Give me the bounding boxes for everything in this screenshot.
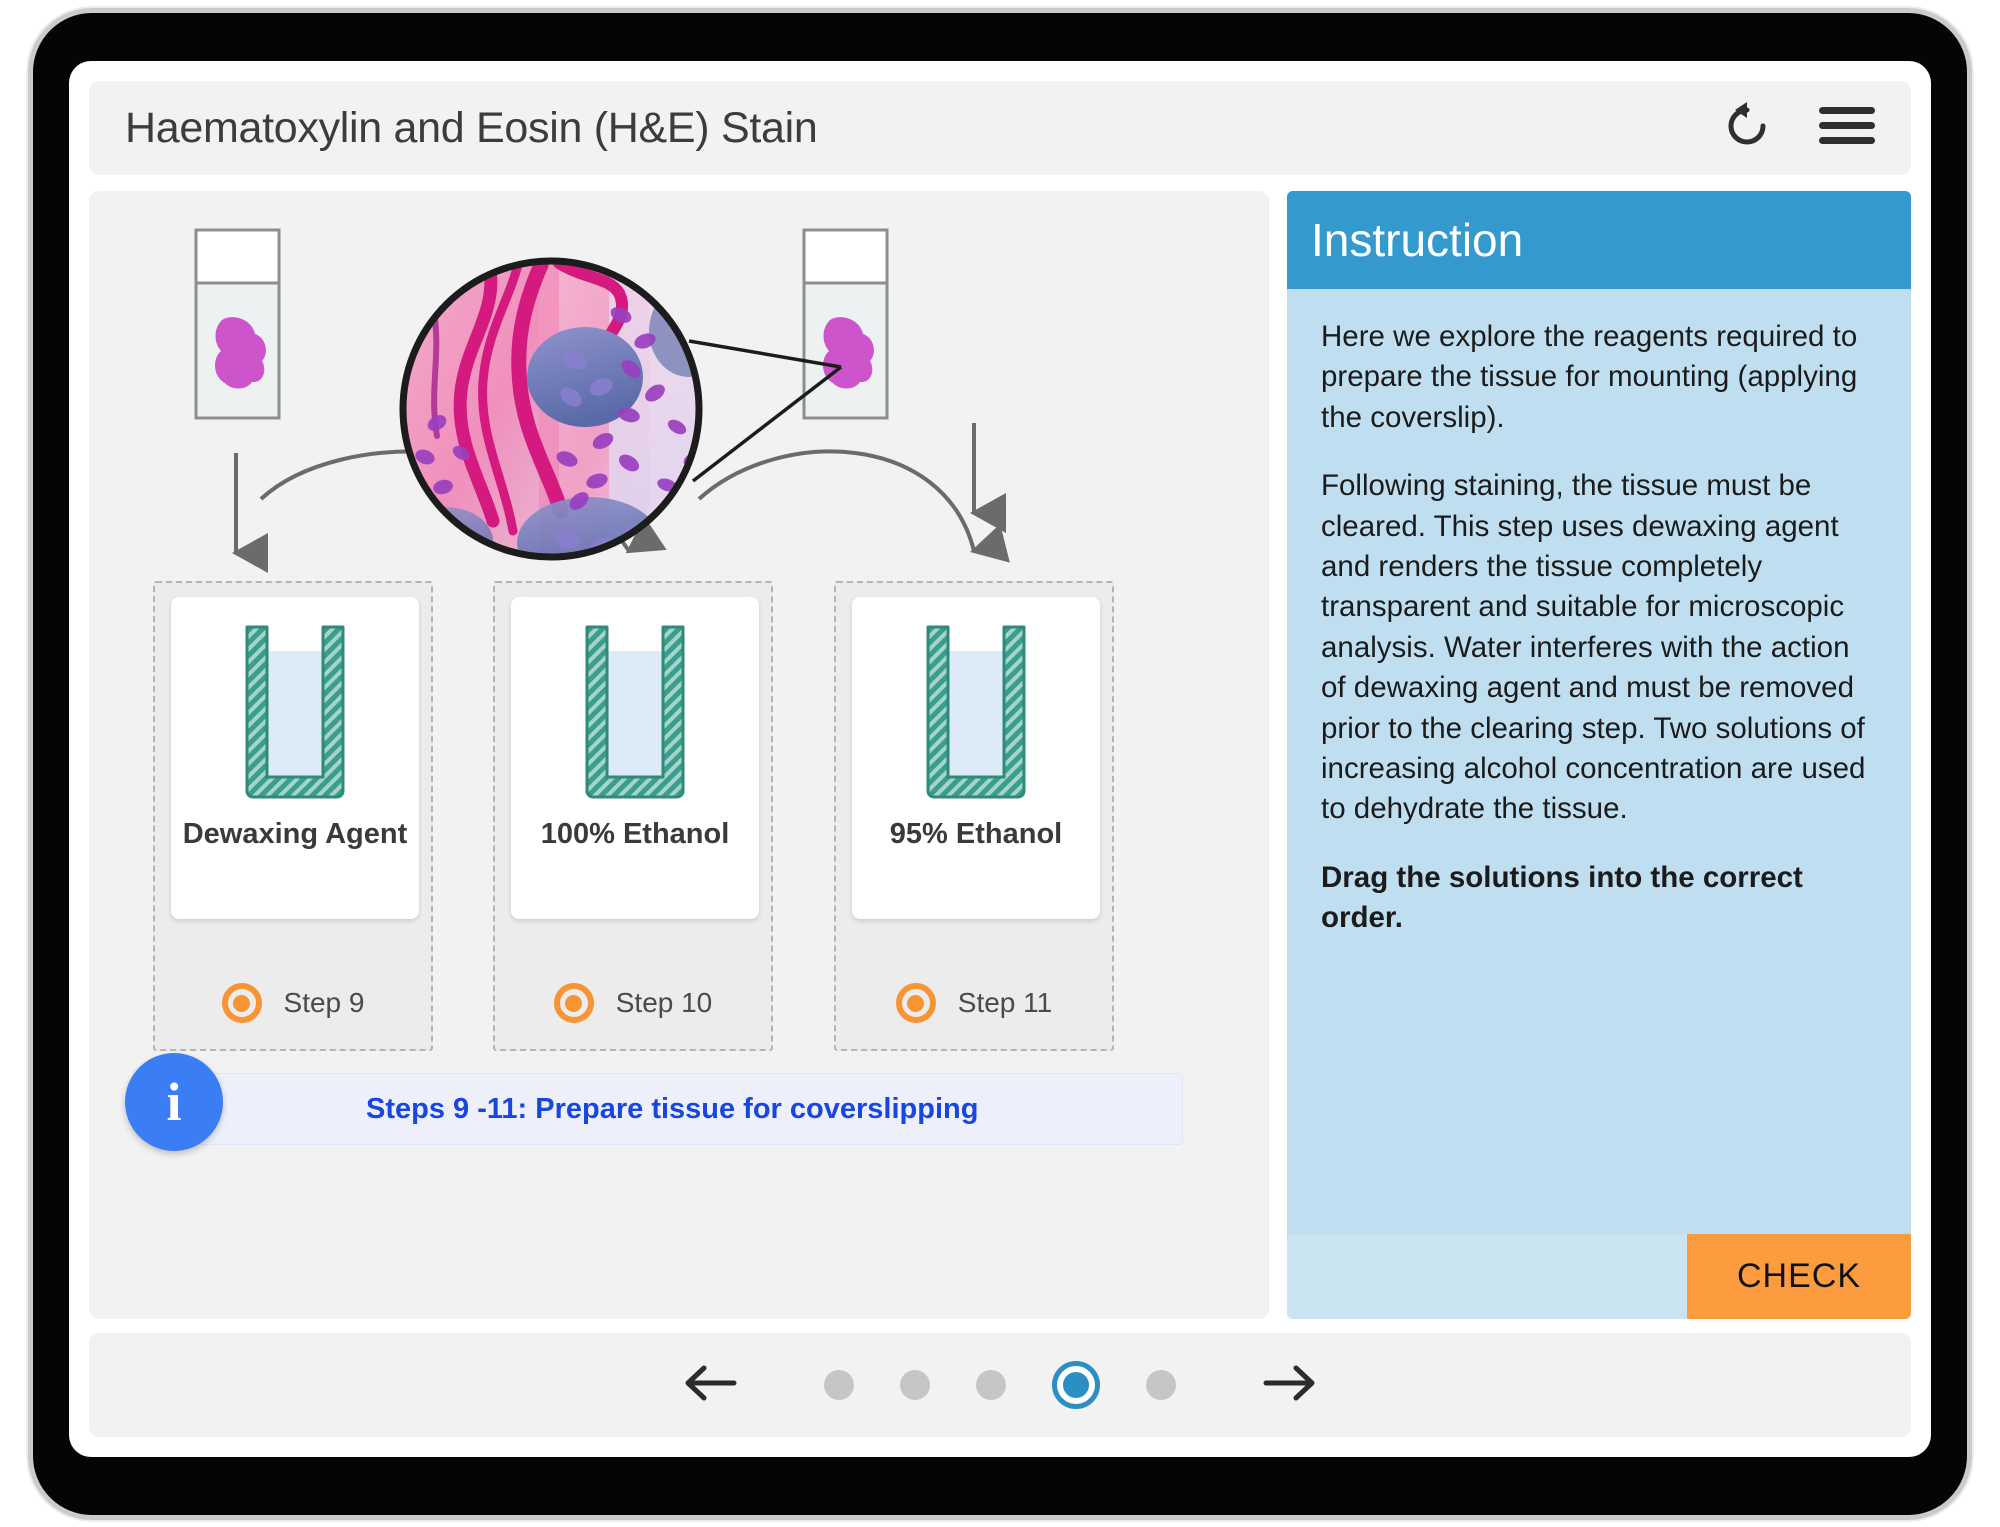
info-banner-text: Steps 9 -11: Prepare tissue for coversli… (366, 1092, 979, 1125)
step-indicator-row: Step 10 (495, 983, 771, 1023)
beaker-icon (906, 619, 1046, 804)
pagination-dot-3[interactable] (976, 1370, 1006, 1400)
tablet-device-frame: Haematoxylin and Eosin (H&E) Stain (28, 8, 1972, 1520)
solution-card-dewaxing-agent[interactable]: Dewaxing Agent (171, 597, 419, 919)
instruction-body: Here we explore the reagents required to… (1287, 289, 1911, 1233)
pagination-dot-4-active[interactable] (1052, 1361, 1100, 1409)
title-bar: Haematoxylin and Eosin (H&E) Stain (89, 81, 1911, 175)
solution-label: 100% Ethanol (540, 818, 730, 850)
info-icon-glyph: i (166, 1072, 182, 1132)
output-slide (802, 228, 889, 420)
dropzone-step-10[interactable]: 100% Ethanol Step 10 (493, 581, 773, 1051)
info-banner: Steps 9 -11: Prepare tissue for coversli… (175, 1073, 1183, 1145)
pagination-dots (824, 1361, 1176, 1409)
solution-card-100-ethanol[interactable]: 100% Ethanol (511, 597, 759, 919)
bottom-navigation (89, 1333, 1911, 1437)
pagination-dot-1[interactable] (824, 1370, 854, 1400)
info-icon[interactable]: i (125, 1053, 223, 1151)
step-label: Step 11 (957, 987, 1053, 1018)
arrow-left-icon[interactable] (682, 1362, 738, 1409)
solution-card-95-ethanol[interactable]: 95% Ethanol (852, 597, 1100, 919)
reset-icon[interactable] (1721, 100, 1773, 157)
step-indicator-row: Step 11 (836, 983, 1112, 1023)
page-title: Haematoxylin and Eosin (H&E) Stain (125, 103, 818, 152)
arrow-right-icon[interactable] (1262, 1362, 1318, 1409)
instruction-panel: Instruction Here we explore the reagents… (1287, 191, 1911, 1319)
instruction-footer: CHECK (1287, 1233, 1911, 1319)
title-bar-actions (1721, 100, 1877, 157)
beaker-icon (565, 619, 705, 804)
instruction-prompt: Drag the solutions into the correct orde… (1321, 860, 1803, 935)
check-button[interactable]: CHECK (1687, 1234, 1911, 1319)
exercise-stage: Dewaxing Agent Step 9 100% Ethano (89, 191, 1269, 1319)
instruction-paragraph-2: Following staining, the tissue must be c… (1321, 469, 1866, 826)
input-slide (194, 228, 281, 420)
step-label: Step 10 (615, 987, 713, 1018)
step-indicator-row: Step 9 (155, 983, 431, 1023)
histology-micrograph (399, 257, 703, 561)
step-label: Step 9 (283, 987, 365, 1018)
beaker-icon (225, 619, 365, 804)
tablet-screen: Haematoxylin and Eosin (H&E) Stain (69, 61, 1931, 1457)
instruction-title: Instruction (1311, 214, 1524, 266)
dropzone-step-9[interactable]: Dewaxing Agent Step 9 (153, 581, 433, 1051)
pagination-dot-2[interactable] (900, 1370, 930, 1400)
solution-label: 95% Ethanol (889, 818, 1063, 850)
step-radio-button[interactable] (895, 983, 936, 1023)
stage-diagram (194, 228, 1010, 573)
hamburger-menu-icon[interactable] (1817, 103, 1877, 154)
instruction-header: Instruction (1287, 191, 1911, 289)
instruction-paragraph-1: Here we explore the reagents required to… (1321, 320, 1858, 434)
pagination-dot-5[interactable] (1146, 1370, 1176, 1400)
step-radio-button[interactable] (221, 983, 262, 1023)
solution-label: Dewaxing Agent (182, 818, 408, 850)
step-radio-button[interactable] (553, 983, 594, 1023)
dropzone-step-11[interactable]: 95% Ethanol Step 11 (834, 581, 1114, 1051)
